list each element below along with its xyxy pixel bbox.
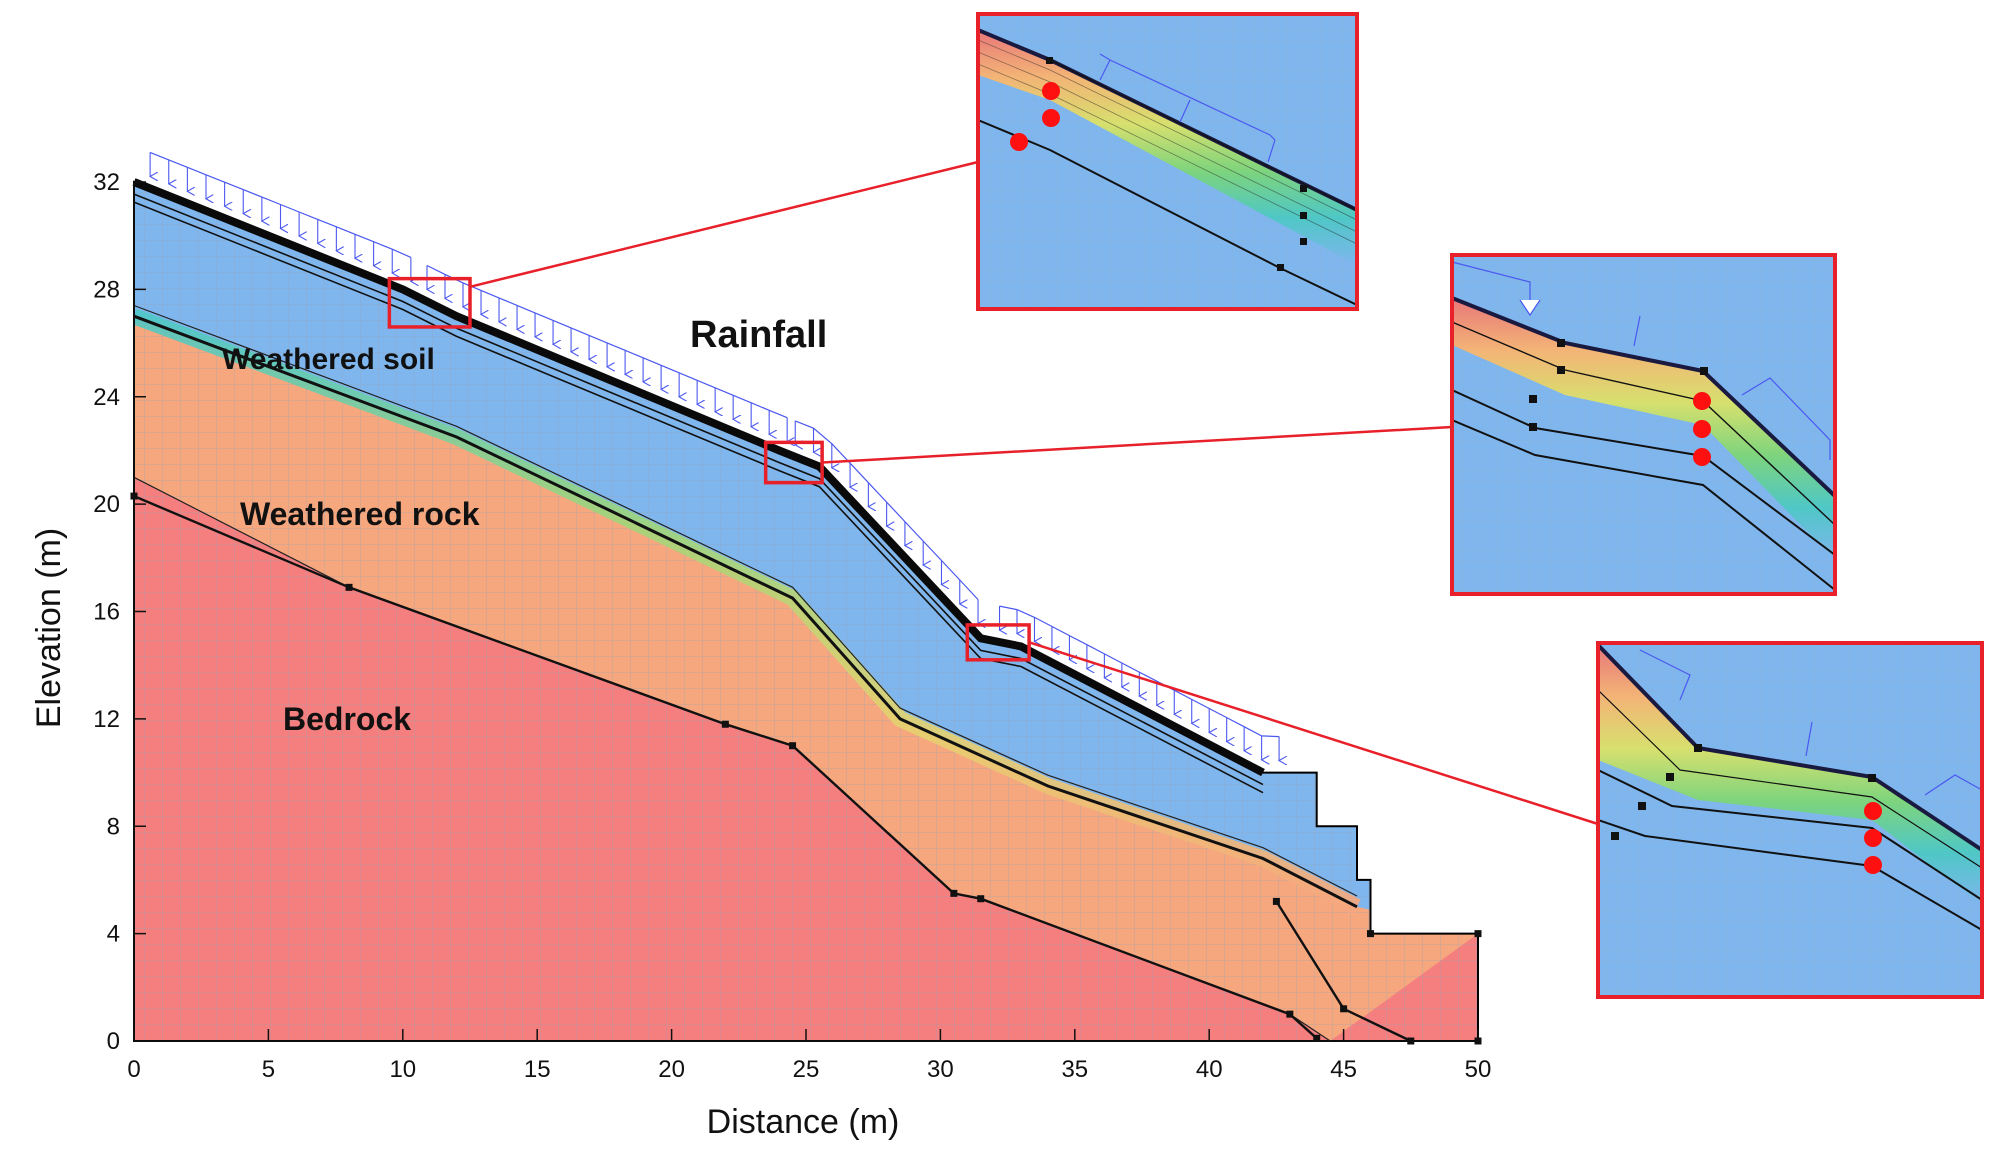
rock-offset-line: [133, 304, 1358, 897]
node-marker: [721, 720, 729, 728]
rock-boundary: [133, 314, 1358, 909]
y-axis-label: Elevation (m): [30, 528, 68, 728]
y-tick-label: 12: [93, 706, 120, 733]
y-tick-label: 16: [93, 599, 120, 626]
monitor-point: [1864, 856, 1882, 874]
x-tick-label: 25: [793, 1056, 820, 1083]
x-tick-label: 40: [1196, 1056, 1223, 1083]
y-tick-label: 32: [93, 169, 120, 196]
node-marker: [789, 742, 797, 750]
zoom-connector-lines: [469, 160, 1599, 826]
rainfall-label: Rainfall: [690, 314, 827, 356]
surface-boundary: [132, 178, 1265, 777]
rain-load-line: [794, 420, 979, 600]
zoom-line-2: [822, 425, 1453, 464]
x-tick-label: 5: [262, 1056, 275, 1083]
inset-2-frame: [1450, 253, 1837, 596]
node-marker: [1366, 930, 1374, 938]
monitor-point: [1042, 82, 1060, 100]
y-tick-label: 24: [93, 384, 120, 411]
monitor-point: [1693, 448, 1711, 466]
monitor-point: [1693, 420, 1711, 438]
rain-load-line: [149, 151, 412, 258]
monitor-point: [1693, 392, 1711, 410]
node-marker: [1313, 1034, 1321, 1042]
inset-3: [1596, 641, 1984, 999]
x-tick-label: 45: [1330, 1056, 1357, 1083]
inset-3-frame: [1596, 641, 1984, 999]
weathered-soil-label: Weathered soil: [222, 343, 435, 376]
x-tick-label: 30: [927, 1056, 954, 1083]
y-tick-label: 4: [107, 921, 120, 948]
inset-2: [1450, 253, 1837, 596]
monitor-point: [1864, 829, 1882, 847]
y-tick-label: 8: [107, 813, 120, 840]
rainfall-arrows: [149, 151, 1279, 760]
x-tick-label: 20: [658, 1056, 685, 1083]
inset-1: [976, 12, 1359, 311]
x-axis-label: Distance (m): [707, 1103, 900, 1141]
monitor-point: [1042, 109, 1060, 127]
monitor-point: [1864, 802, 1882, 820]
surface-offset-line: [133, 193, 1264, 786]
x-tick-label: 50: [1465, 1056, 1492, 1083]
inset-1-bands: [978, 30, 1357, 265]
y-tick-label: 28: [93, 276, 120, 303]
node-marker: [345, 583, 353, 591]
node-marker: [1474, 930, 1482, 938]
bedrock-label: Bedrock: [283, 701, 411, 737]
zoom-line-1: [469, 160, 979, 289]
x-tick-label: 10: [389, 1056, 416, 1083]
inset-2-bands: [1452, 298, 1835, 560]
y-tick-label: 0: [107, 1028, 120, 1055]
node-marker: [977, 895, 985, 903]
node-marker: [950, 889, 958, 897]
node-marker: [1286, 1010, 1294, 1018]
inner-boundary-line: [133, 494, 1318, 1040]
boundary-lines: [130, 178, 1482, 1045]
node-marker: [1340, 1005, 1348, 1013]
monitor-box-1: [387, 276, 472, 329]
zoom-line-3: [1028, 641, 1599, 826]
x-tick-label: 15: [524, 1056, 551, 1083]
surface-offset-line: [133, 201, 1264, 794]
weathered-rock-label: Weathered rock: [240, 496, 480, 532]
monitor-point: [1010, 133, 1028, 151]
x-tick-label: 35: [1061, 1056, 1088, 1083]
y-tick-label: 20: [93, 491, 120, 518]
node-marker: [1272, 897, 1280, 905]
inset-3-bands: [1598, 645, 1982, 905]
inset-1-frame: [976, 12, 1359, 311]
x-tick-label: 0: [127, 1056, 140, 1083]
axes: 0 5 10 15 20 25 30 35 40 45 50 0 4 8 12 16 20 24 28 32: [93, 169, 1491, 1083]
